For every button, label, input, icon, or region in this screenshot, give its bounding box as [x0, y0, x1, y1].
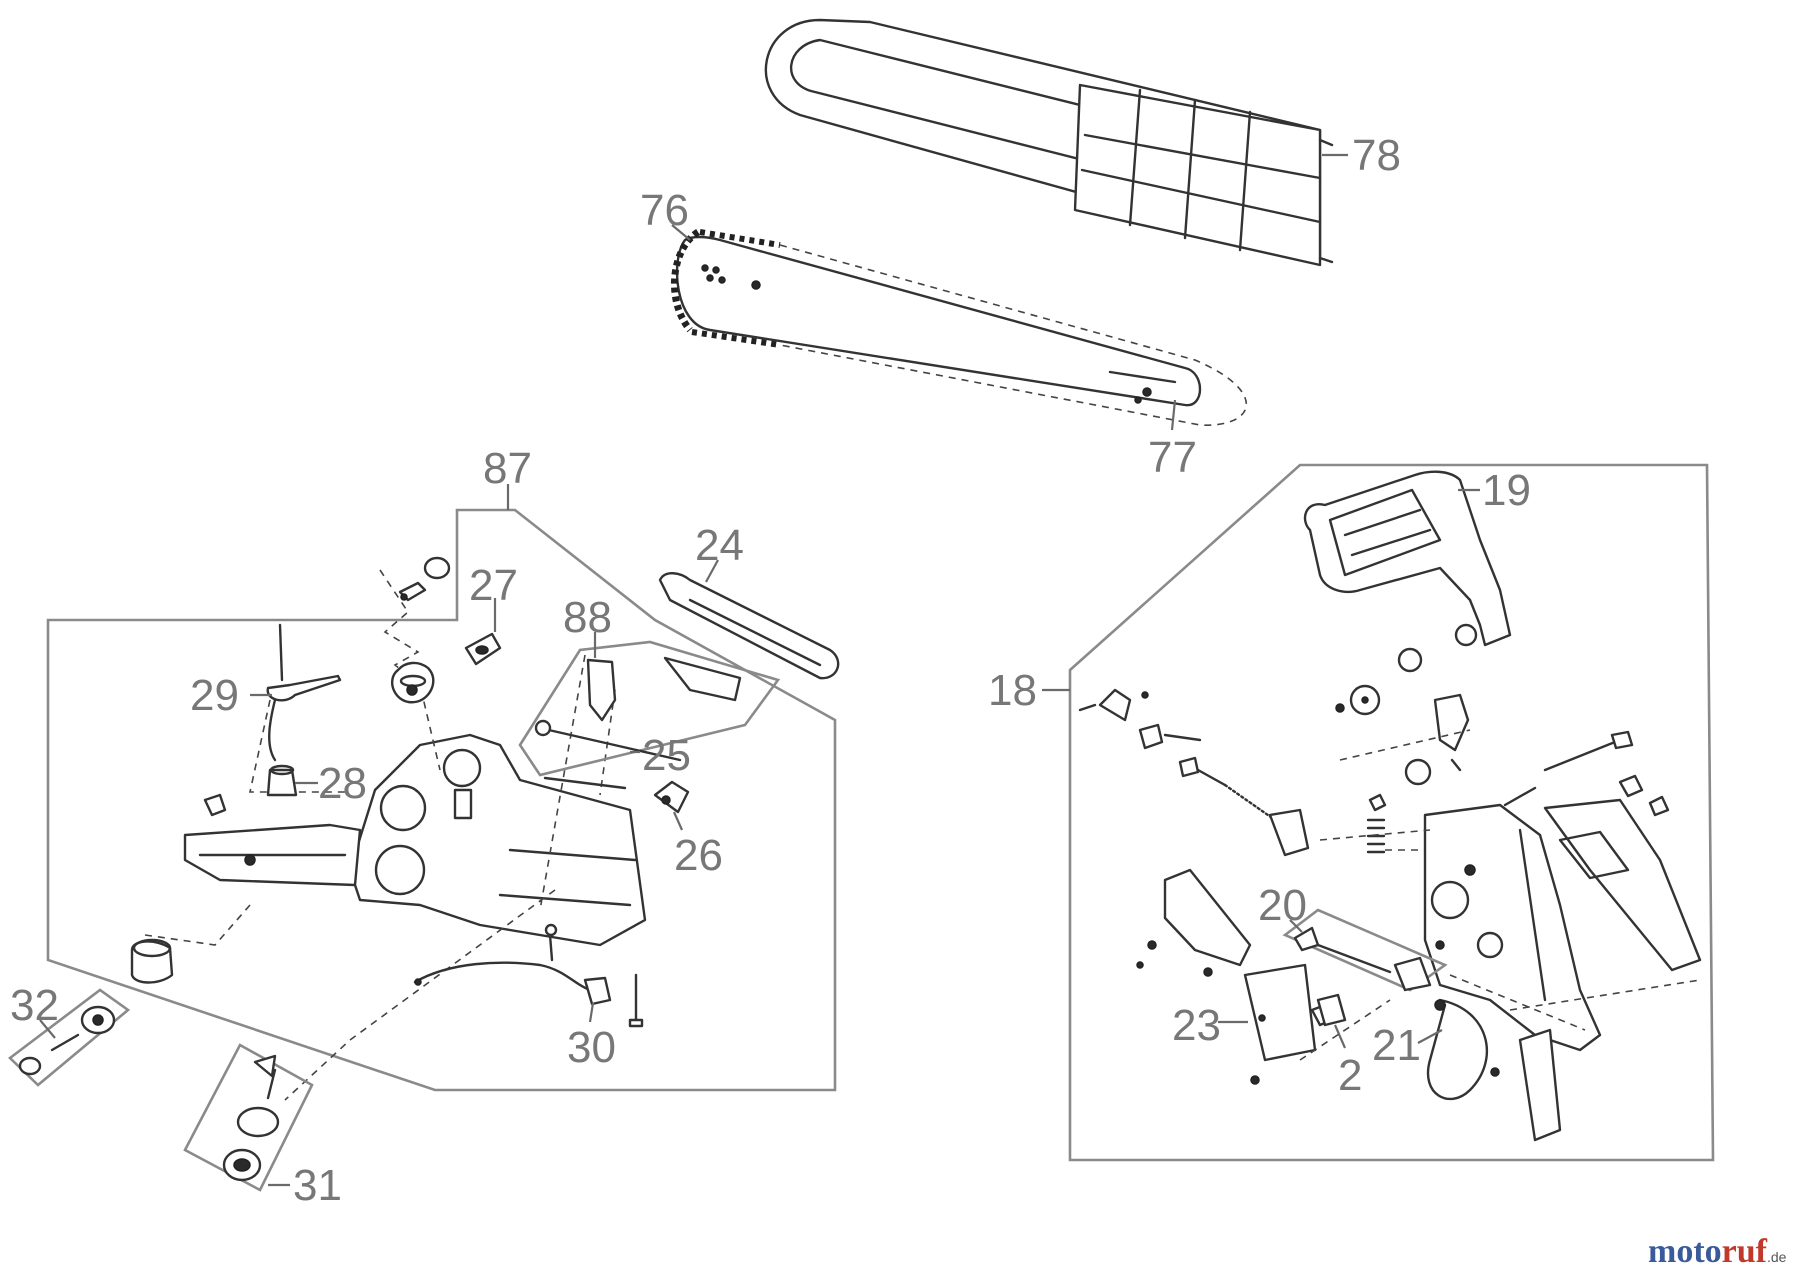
fuel-tank-cap-part — [222, 1054, 280, 1182]
chain-guide-strip-part — [658, 572, 840, 680]
fuel-cap-part — [391, 661, 435, 704]
tank-vent-group-frame — [8, 988, 131, 1087]
callout-18: 18 — [988, 666, 1037, 715]
clutch-cover-part — [1423, 798, 1702, 1052]
callout-2: 2 — [1338, 1051, 1362, 1100]
oil-pump-bushing-part — [653, 780, 690, 814]
brake-lever-part — [1078, 688, 1310, 857]
switch-cable-part — [413, 923, 612, 1006]
callout-27: 27 — [469, 561, 518, 610]
guide-bar-part — [675, 235, 1202, 407]
callout-76: 76 — [640, 186, 689, 235]
chain-tensioner-group-frame — [1282, 908, 1448, 992]
callout-23: 23 — [1172, 1001, 1221, 1050]
motoruf-logo: motoruf.de — [1648, 1233, 1787, 1270]
callout-19: 19 — [1482, 466, 1531, 515]
callout-78: 78 — [1352, 131, 1401, 180]
oil-pump-part — [534, 656, 742, 762]
callout-24: 24 — [695, 521, 744, 570]
assembly-line-brake — [1299, 729, 1701, 1061]
crankcase-housing-part — [183, 733, 647, 947]
callout-87: 87 — [483, 444, 532, 493]
callout-29: 29 — [190, 671, 239, 720]
callout-32: 32 — [10, 981, 59, 1030]
leader-24 — [705, 559, 719, 583]
anti-vibration-buffer-part — [130, 938, 174, 984]
callout-77: 77 — [1148, 433, 1197, 482]
fuel-hose-part — [266, 623, 342, 762]
chain-tensioner-part — [1293, 926, 1432, 992]
oil-hose-part — [543, 776, 627, 790]
tensioner-slider-part — [1316, 993, 1347, 1027]
tank-vent-part — [18, 1005, 116, 1076]
callout-26: 26 — [674, 831, 723, 880]
oil-filter-part — [464, 632, 502, 666]
svg-text:motoruf.de: motoruf.de — [1648, 1233, 1787, 1270]
logo-word-ruf: ruf — [1722, 1233, 1768, 1270]
brake-washer-part — [1335, 647, 1423, 716]
callout-31: 31 — [293, 1161, 342, 1210]
callout-88: 88 — [563, 593, 612, 642]
callout-25: 25 — [642, 731, 691, 780]
brake-band-part — [1426, 998, 1562, 1142]
leader-26 — [672, 811, 684, 831]
assembly-line-crankcase — [144, 569, 616, 1101]
brake-spring-clip-part — [1404, 693, 1470, 786]
oil-pump-group-frame — [518, 640, 781, 777]
brake-pins-part — [1503, 730, 1670, 817]
leader-2 — [1333, 1024, 1347, 1049]
leader-76 — [671, 224, 691, 241]
leader-77 — [1170, 399, 1177, 431]
front-hand-guard-part — [1303, 470, 1512, 647]
leader-20 — [1289, 919, 1303, 933]
oil-cap-part — [398, 556, 451, 602]
callout-21: 21 — [1372, 1021, 1421, 1070]
brake-spring-part — [1366, 793, 1387, 854]
housing-screw-part — [628, 973, 644, 1028]
callout-20: 20 — [1258, 881, 1307, 930]
callout-30: 30 — [567, 1023, 616, 1072]
bar-cover-part — [764, 18, 1334, 267]
brake-cover-group-frame — [1068, 463, 1715, 1162]
rubber-plug-part — [203, 793, 227, 817]
logo-word-moto: moto — [1648, 1233, 1722, 1270]
chain-catcher-part — [1136, 868, 1252, 977]
callout-28: 28 — [318, 759, 367, 808]
leader-30 — [588, 1002, 595, 1023]
logo-tld: .de — [1767, 1249, 1787, 1265]
leader-21 — [1417, 1029, 1443, 1044]
fuel-filter-part — [266, 764, 298, 797]
guide-plate-part — [1243, 963, 1334, 1085]
leader-32 — [39, 1019, 56, 1039]
